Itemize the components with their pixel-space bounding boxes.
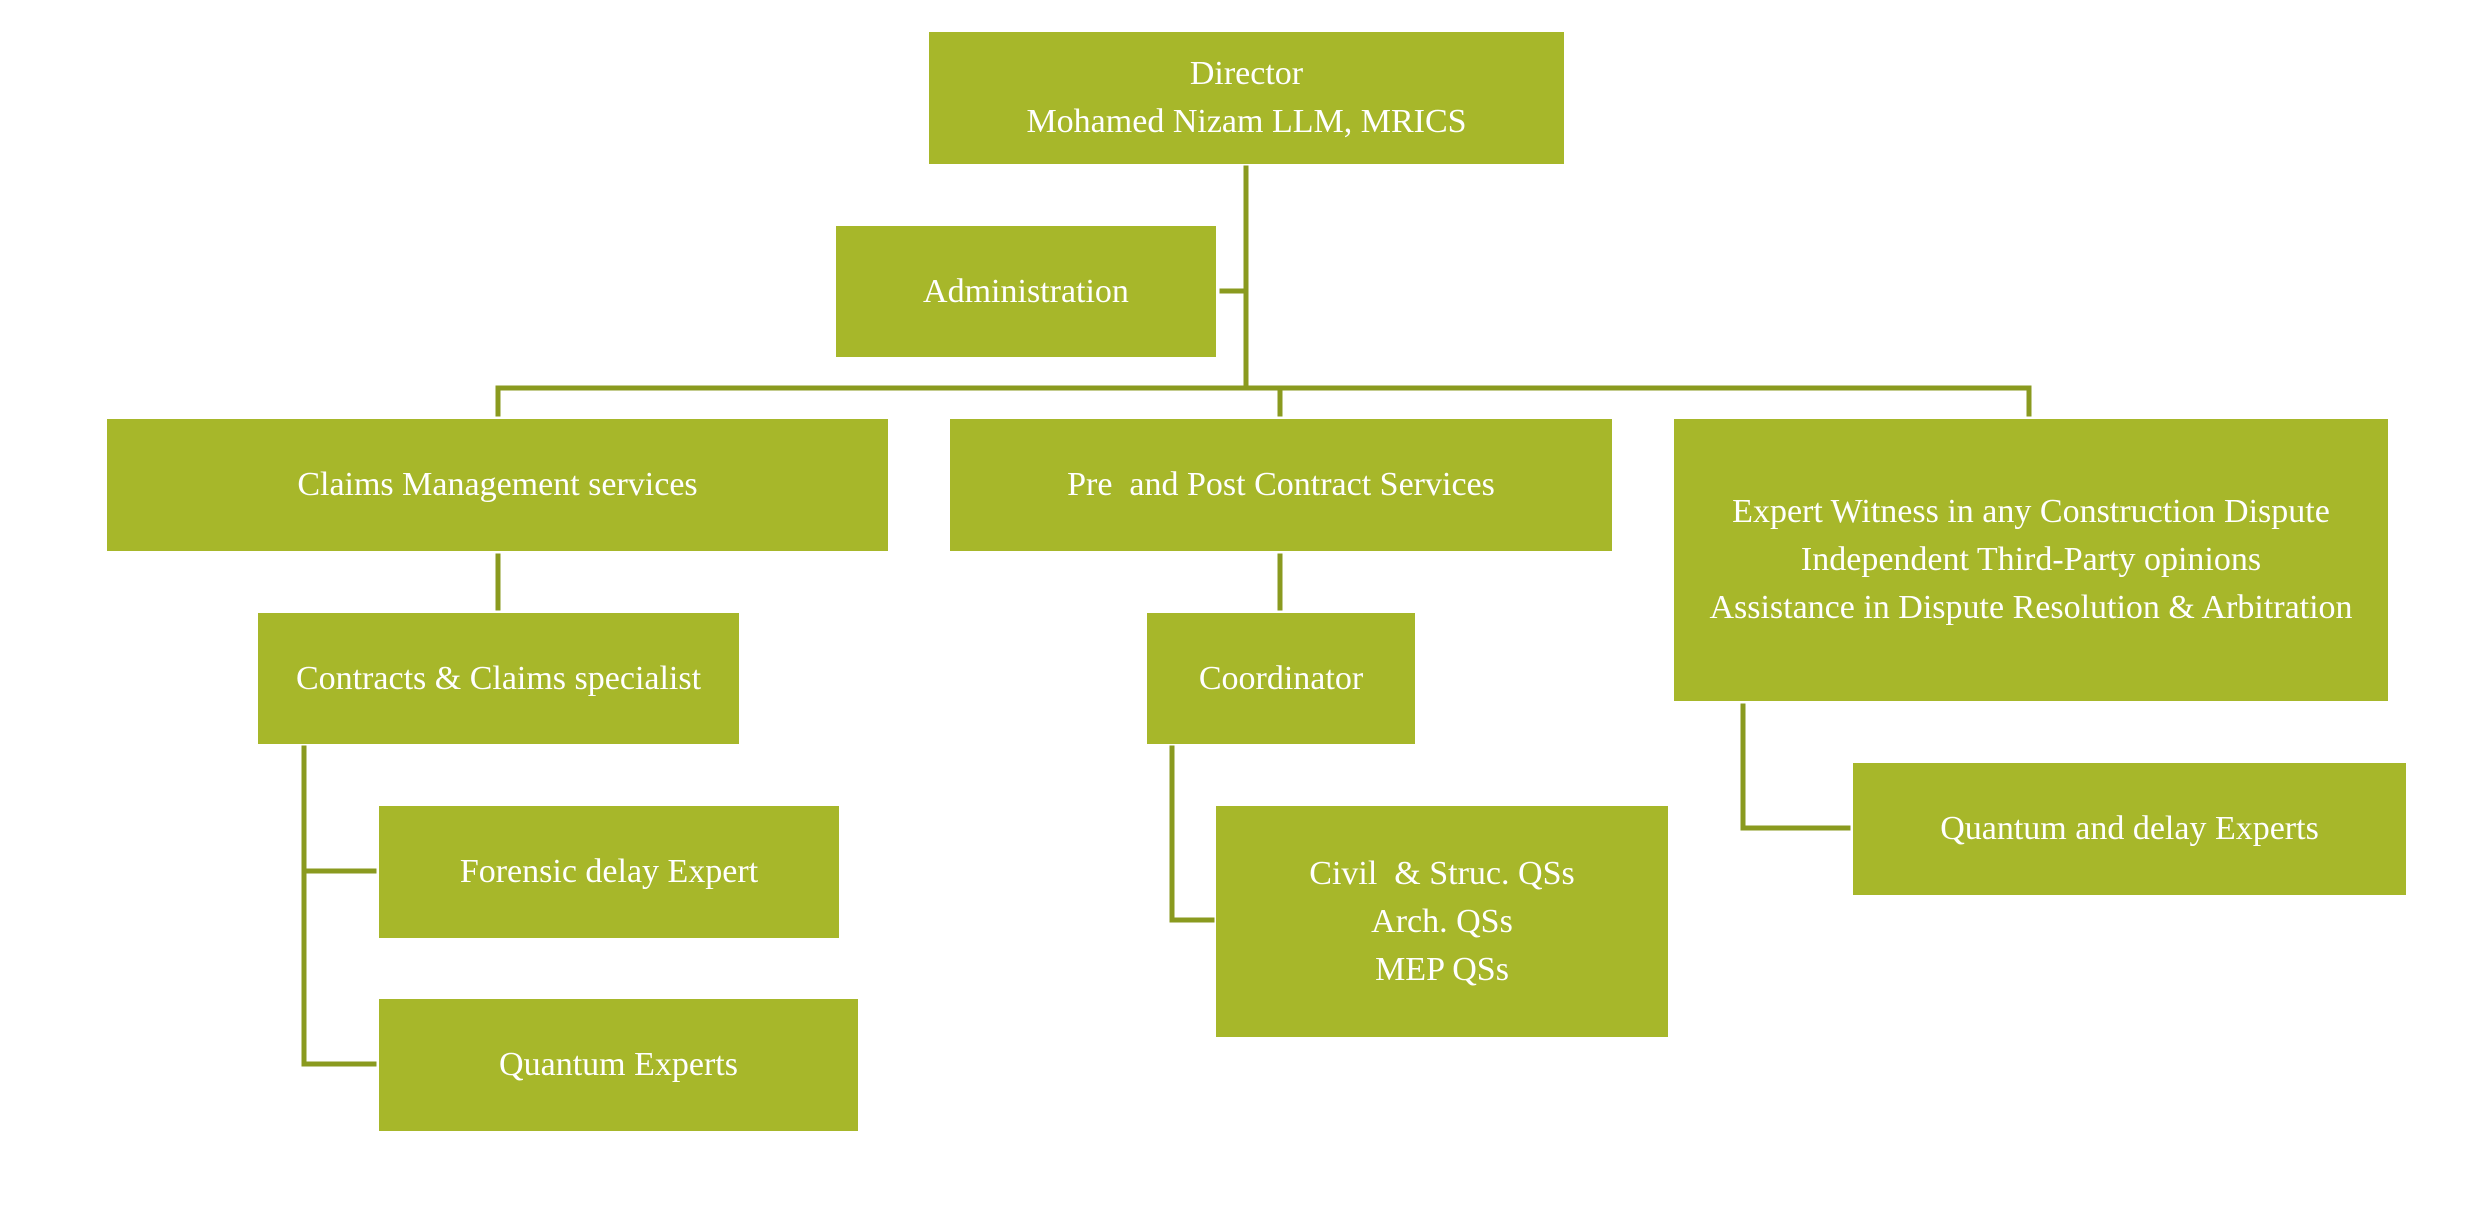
coordinator-box: Coordinator: [1147, 613, 1415, 744]
quantum-experts-box: Quantum Experts: [379, 999, 858, 1131]
qs-team-box: Civil & Struc. QSs Arch. QSs MEP QSs: [1216, 806, 1668, 1037]
quantum-delay-experts-label: Quantum and delay Experts: [1940, 810, 2319, 847]
coordinator-label: Coordinator: [1198, 659, 1364, 697]
director-title: Director: [1189, 55, 1304, 92]
claims-management-box: Claims Management services: [107, 419, 888, 551]
qs-team-line-1: Civil & Struc. QSs: [1309, 854, 1575, 892]
expert-witness-box: Expert Witness in any Construction Dispu…: [1674, 419, 2388, 701]
administration-box: Administration: [836, 226, 1216, 357]
claims-management-label: Claims Management services: [297, 466, 698, 503]
director-name: Mohamed Nizam LLM, MRICS: [1026, 103, 1467, 140]
claims-specialist-box: Contracts & Claims specialist: [258, 613, 739, 744]
forensic-delay-expert-box: Forensic delay Expert: [379, 806, 839, 938]
quantum-experts-label: Quantum Experts: [499, 1046, 738, 1083]
expert-witness-line-1: Expert Witness in any Construction Dispu…: [1732, 493, 2330, 530]
forensic-delay-expert-label: Forensic delay Expert: [459, 853, 759, 890]
director-box: Director Mohamed Nizam LLM, MRICS: [929, 32, 1564, 164]
quantum-delay-experts-box: Quantum and delay Experts: [1853, 763, 2406, 895]
contract-services-label: Pre and Post Contract Services: [1067, 466, 1495, 503]
expert-witness-line-3: Assistance in Dispute Resolution & Arbit…: [1709, 589, 2353, 626]
contract-services-box: Pre and Post Contract Services: [950, 419, 1612, 551]
administration-label: Administration: [923, 272, 1129, 310]
expert-witness-line-2: Independent Third-Party opinions: [1800, 541, 2262, 578]
claims-specialist-label: Contracts & Claims specialist: [295, 659, 702, 697]
qs-team-line-3: MEP QSs: [1375, 950, 1509, 988]
qs-team-line-2: Arch. QSs: [1371, 902, 1513, 940]
